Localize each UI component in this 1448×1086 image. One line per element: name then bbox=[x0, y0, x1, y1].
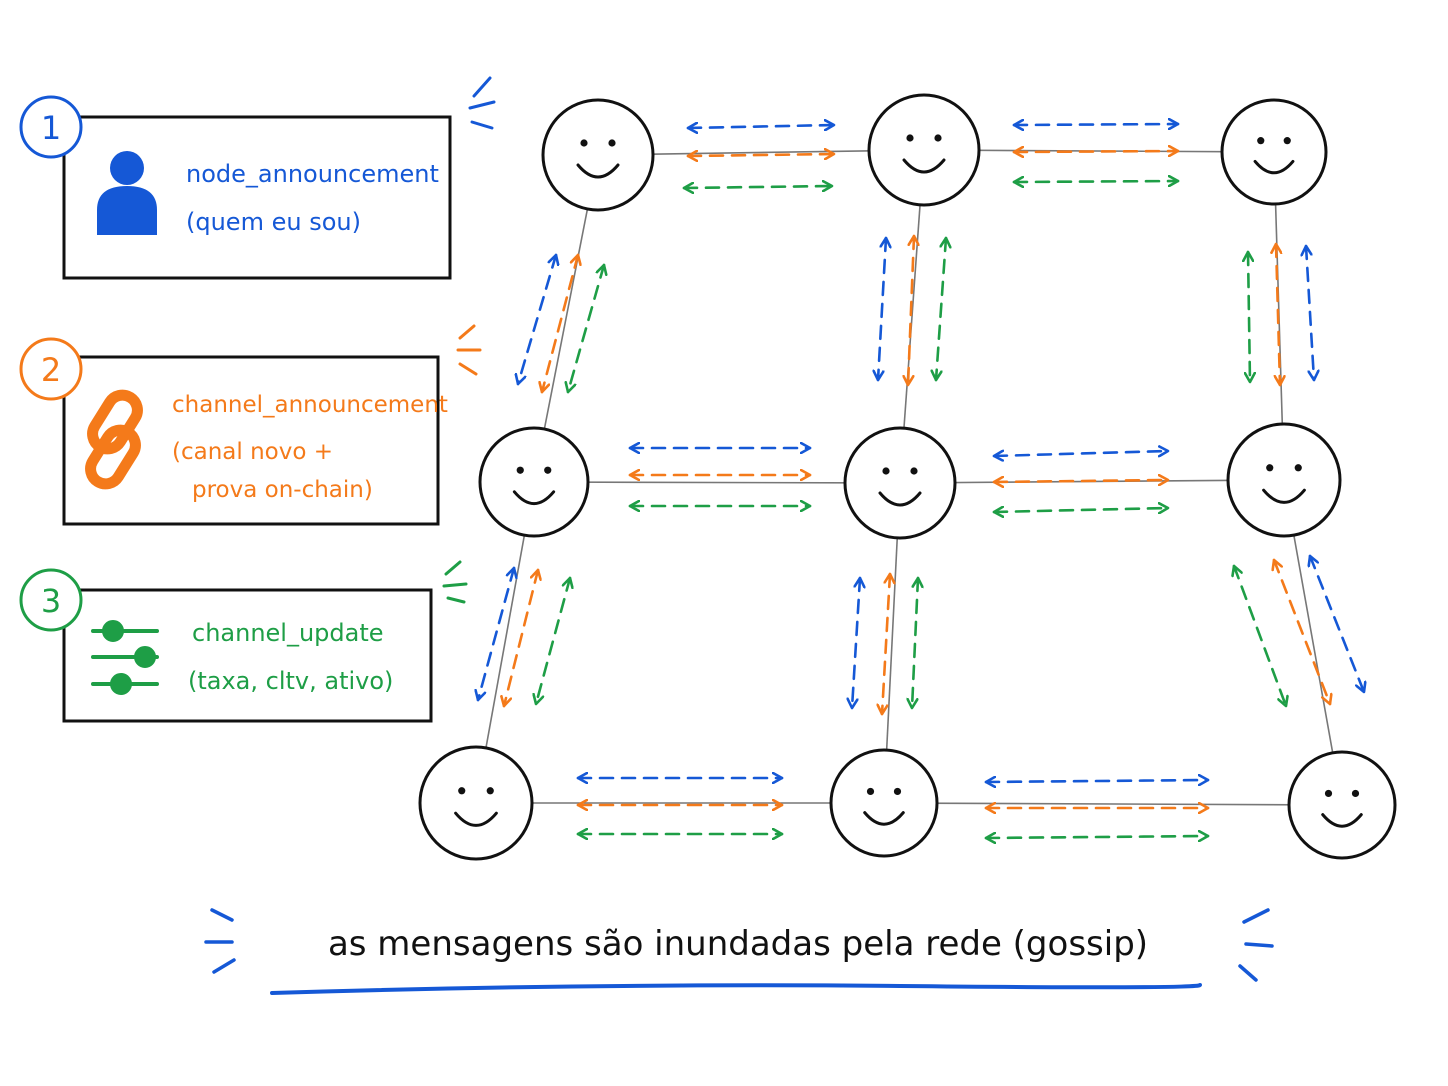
legend-subtitle: (quem eu sou) bbox=[186, 208, 361, 236]
gossip-arrow bbox=[882, 572, 890, 716]
gossip-arrow bbox=[686, 125, 836, 128]
legend-item-channel-update: 3 channel_update (taxa, cltv, ativo) bbox=[19, 560, 468, 723]
caption-underline bbox=[270, 983, 1202, 995]
channel-line bbox=[883, 802, 1343, 806]
caption-emphasis-right bbox=[1238, 908, 1274, 982]
gossip-arrow bbox=[1306, 244, 1314, 382]
legend-item-node-announcement: 1 node_announcement (quem eu sou) bbox=[19, 76, 496, 280]
gossip-arrow bbox=[992, 480, 1170, 482]
gossip-arrow bbox=[1012, 181, 1180, 182]
gossip-arrow bbox=[682, 186, 834, 188]
legend-number: 3 bbox=[41, 582, 61, 620]
caption: as mensagens são inundadas pela rede (go… bbox=[204, 908, 1274, 995]
legend-title: channel_update bbox=[192, 619, 384, 647]
smiley-face-icon bbox=[867, 93, 981, 207]
gossip-arrow bbox=[984, 780, 1210, 782]
gossip-arrow bbox=[478, 566, 514, 702]
person-icon bbox=[97, 151, 157, 235]
legend-subtitle: (taxa, cltv, ativo) bbox=[188, 667, 393, 695]
smiley-face-icon bbox=[1287, 750, 1397, 860]
legend-number-badge bbox=[19, 337, 83, 401]
gossip-arrow bbox=[1276, 242, 1280, 387]
emphasis-marks bbox=[442, 560, 468, 604]
smiley-face-icon bbox=[541, 98, 655, 212]
gossip-arrow bbox=[1234, 564, 1286, 708]
chain-link-icon bbox=[85, 389, 143, 490]
gossip-arrow bbox=[908, 234, 914, 387]
gossip-arrow bbox=[912, 576, 918, 710]
gossip-arrow bbox=[568, 263, 604, 394]
legend-box bbox=[62, 588, 433, 723]
gossip-arrow bbox=[992, 508, 1170, 512]
legend-number: 2 bbox=[41, 351, 61, 389]
smiley-face-icon bbox=[1220, 98, 1328, 206]
legend-box bbox=[62, 355, 440, 526]
legend-box bbox=[62, 115, 452, 280]
caption-emphasis-left bbox=[204, 908, 236, 974]
legend-number-badge bbox=[19, 95, 83, 159]
gossip-arrow bbox=[984, 836, 1210, 838]
legend-subtitle-line1: (canal novo + bbox=[172, 439, 333, 465]
gossip-arrow bbox=[936, 236, 946, 382]
smiley-face-icon bbox=[829, 748, 939, 858]
emphasis-marks bbox=[456, 324, 482, 376]
legend-title: channel_announcement bbox=[172, 392, 448, 418]
gossip-arrow bbox=[1248, 250, 1250, 384]
gossip-arrows bbox=[478, 124, 1364, 838]
gossip-arrow bbox=[1012, 151, 1180, 152]
legend-title: node_announcement bbox=[186, 160, 439, 188]
legend-number: 1 bbox=[41, 109, 61, 147]
gossip-arrow bbox=[992, 451, 1170, 456]
sliders-icon bbox=[91, 620, 159, 695]
gossip-arrow bbox=[536, 576, 570, 706]
smiley-face-icon bbox=[843, 426, 957, 540]
smiley-face-icon bbox=[1226, 422, 1342, 538]
smiley-face-icon bbox=[478, 426, 590, 538]
emphasis-marks bbox=[468, 76, 496, 130]
legend-item-channel-announcement: 2 channel_announcement (canal novo + pro… bbox=[19, 324, 482, 526]
gossip-arrow bbox=[1012, 124, 1180, 125]
legend-number-badge bbox=[19, 568, 83, 632]
gossip-arrow bbox=[686, 154, 836, 156]
network-nodes bbox=[418, 93, 1397, 861]
caption-text: as mensagens são inundadas pela rede (go… bbox=[328, 924, 1148, 964]
smiley-face-icon bbox=[418, 745, 534, 861]
channel-line bbox=[533, 481, 901, 484]
gossip-arrow bbox=[852, 576, 860, 710]
legend-subtitle-line2: prova on-chain) bbox=[192, 477, 373, 503]
gossip-arrow bbox=[878, 236, 886, 382]
